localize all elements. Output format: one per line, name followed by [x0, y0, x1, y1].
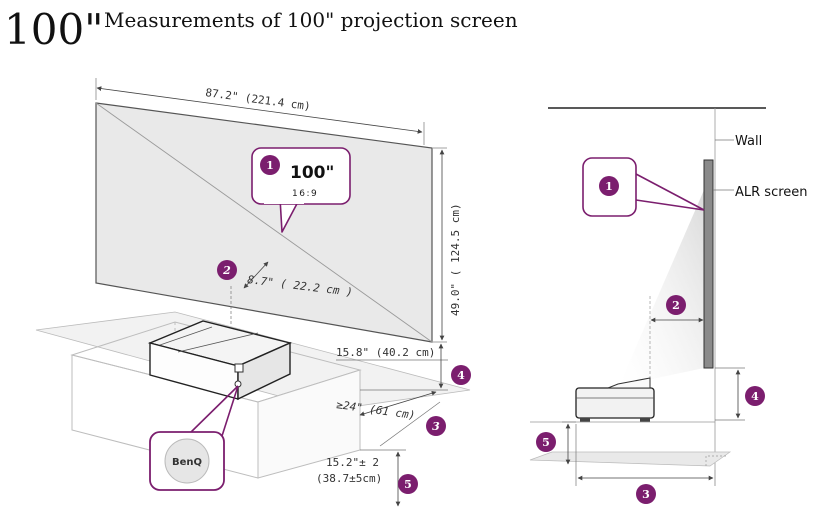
projector-side-icon: [575, 377, 655, 422]
projection-screen: [95, 102, 433, 343]
cabinet-height-line2: (38.7±5cm): [316, 472, 382, 485]
screen-gap-dimension: 15.8" (40.2 cm) 4: [336, 343, 471, 391]
badge-1-front-label: 1: [266, 159, 274, 172]
badge-5-side-label: 5: [542, 436, 550, 449]
cabinet-height-dimension: 15.2"± 2 (38.7±5cm) 5: [316, 449, 418, 507]
badge-4-side-label: 4: [751, 390, 759, 403]
size-callout: 1 100" 16:9: [251, 147, 351, 233]
badge-1-side: [599, 176, 619, 196]
callout-ratio: 16:9: [292, 189, 318, 199]
badge-3-side-label: 3: [642, 488, 650, 501]
badge-1-front: [260, 155, 280, 175]
badge-4-front: [451, 365, 471, 385]
badge-1-side-label: 1: [605, 180, 613, 193]
badge-5-side: [536, 432, 556, 452]
badge-3-front-label: 3: [432, 420, 440, 433]
screen-height-label: 49.0" ( 124.5 cm): [449, 203, 462, 316]
badge-5-front-label: 5: [404, 478, 412, 491]
badge-3-front: [426, 416, 446, 436]
callout-size: 100": [290, 163, 334, 183]
screen-gap-label: 15.8" (40.2 cm): [336, 346, 435, 359]
screen-height-dimension: 49.0" ( 124.5 cm): [433, 147, 462, 343]
wall-label: Wall: [735, 134, 762, 149]
badge-4-front-label: 4: [457, 369, 465, 382]
badge-2-side: [666, 295, 686, 315]
badge-2-front: [217, 260, 237, 280]
badge-3-side: [636, 484, 656, 504]
size-heading: 100": [4, 5, 103, 54]
badge-2-side-label: 2: [672, 299, 680, 312]
page-title: Measurements of 100" projection screen: [104, 8, 518, 32]
alr-screen: [703, 159, 714, 369]
benq-logo-callout: BenQ: [149, 385, 239, 491]
badge-4-side: [745, 386, 765, 406]
benq-logo-icon: [164, 438, 210, 484]
cabinet-height-line1: 15.2"± 2: [326, 456, 379, 469]
benq-logo-text: BenQ: [172, 457, 202, 468]
screen-width-label: 87.2" (221.4 cm): [205, 86, 312, 113]
badge-2-front-label: 2: [222, 264, 231, 277]
projector-icon: [147, 320, 293, 401]
alr-screen-label: ALR screen: [735, 185, 808, 200]
side-view: Wall ALR screen 1 2: [529, 107, 808, 504]
badge-5-front: [398, 474, 418, 494]
